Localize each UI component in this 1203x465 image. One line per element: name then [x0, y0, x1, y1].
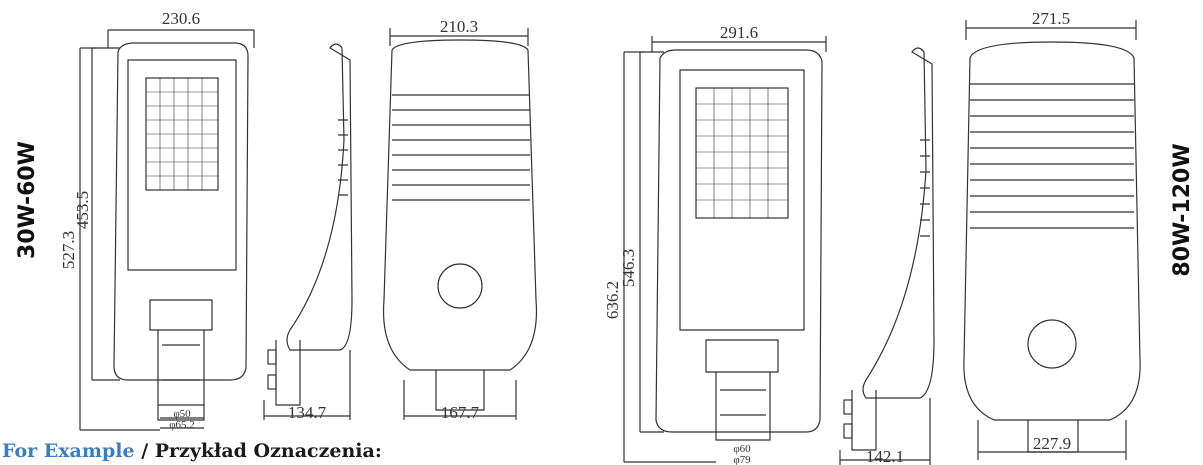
small-back-view — [382, 28, 538, 420]
large-body-length-label: 546.3 — [619, 249, 638, 287]
small-back-bottom-label: 167.7 — [441, 403, 480, 422]
small-model-label: 30W-60W — [15, 141, 40, 259]
example-heading: For Example / Przykład Oznaczenia: — [2, 440, 382, 462]
large-model-label: 80W-120W — [1170, 143, 1195, 276]
small-front-view — [79, 29, 255, 431]
large-pole-inner-label: φ60 — [733, 443, 751, 455]
large-back-view — [963, 20, 1141, 460]
small-pole-outer-label: φ65.2 — [169, 419, 195, 431]
large-back-bottom-label: 227.9 — [1033, 434, 1071, 453]
large-back-width-label: 271.5 — [1032, 9, 1070, 28]
small-pole-inner-label: φ50 — [173, 408, 191, 420]
example-accent-text: For Example — [2, 440, 135, 462]
example-rest-text: / Przykład Oznaczenia: — [134, 440, 382, 462]
large-front-view — [623, 36, 827, 463]
large-side-view — [839, 47, 935, 465]
large-front-width-label: 291.6 — [720, 23, 758, 42]
large-side-depth-label: 142.1 — [866, 447, 904, 465]
small-total-length-label: 527.3 — [59, 231, 78, 269]
large-total-length-label: 636.2 — [603, 281, 622, 319]
small-side-depth-label: 134.7 — [288, 403, 327, 422]
small-back-width-label: 210.3 — [440, 17, 478, 36]
small-front-width-label: 230.6 — [162, 9, 200, 28]
small-body-length-label: 453.5 — [73, 191, 92, 229]
small-side-view — [263, 43, 353, 420]
large-pole-outer-label: φ79 — [733, 454, 751, 465]
